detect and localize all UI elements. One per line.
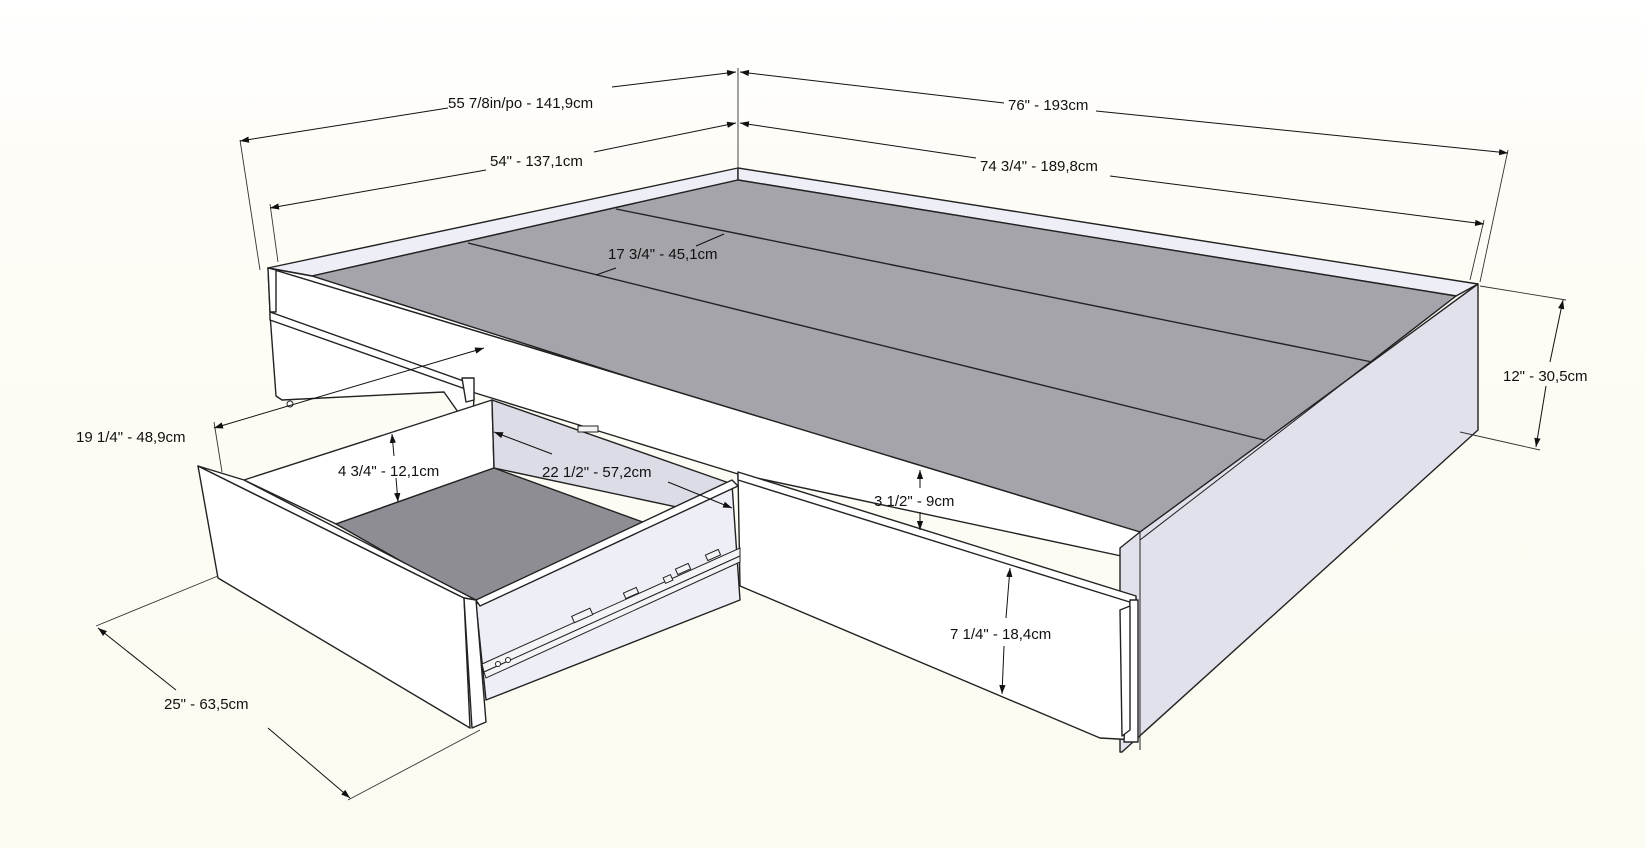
slat-seam-1 <box>467 242 1269 442</box>
slide-bracket-1 <box>570 607 594 624</box>
label-overall-width: 55 7/8in/po - 141,9cm <box>448 95 593 112</box>
slide-slot-2 <box>674 562 692 576</box>
slide-screw-2 <box>505 657 511 663</box>
slide-slot-4 <box>662 573 674 585</box>
dim-drawer-width-left <box>97 627 177 691</box>
dim-inner-width-left <box>269 169 487 210</box>
dimension-labels: 55 7/8in/po - 141,9cm 76" - 193cm 54" - … <box>76 95 1588 713</box>
ext-right-inner <box>1469 219 1485 281</box>
ext-height-bottom <box>1459 431 1541 451</box>
dim-drawer-height-top <box>389 433 396 457</box>
dim-drawer-depth-right <box>667 481 733 509</box>
ext-right-outer <box>1479 149 1509 283</box>
left-end-cap <box>267 267 277 313</box>
label-inner-width: 54" - 137,1cm <box>490 153 583 170</box>
right-panel-edge <box>1139 295 1457 541</box>
dim-inner-length-left <box>739 121 977 159</box>
closed-drawer <box>737 471 1139 743</box>
ext-drawer-width-right <box>347 729 481 801</box>
dim-inner-length-right <box>1109 175 1485 226</box>
slide-slot-1 <box>622 586 640 600</box>
label-drawer-inner-depth: 22 1/2" - 57,2cm <box>542 464 652 481</box>
slide-screw-1 <box>495 661 501 667</box>
dim-overall-length-left <box>739 69 1005 104</box>
dim-overall-length-right <box>1095 110 1509 156</box>
dim-overall-width-left <box>239 107 449 143</box>
rear-slide-bracket <box>577 425 599 433</box>
label-drawer-front-height: 7 1/4" - 18,4cm <box>950 626 1051 643</box>
dim-slat-leader-high <box>695 233 725 247</box>
label-drawer-width: 25" - 63,5cm <box>164 696 249 713</box>
right-side-panel <box>1119 283 1479 753</box>
label-overall-length: 76" - 193cm <box>1008 97 1088 114</box>
label-drawer-inner-height: 4 3/4" - 12,1cm <box>338 463 439 480</box>
open-drawer-front-side <box>463 597 487 729</box>
open-drawer <box>197 399 741 729</box>
dim-drawer-height-bottom <box>394 477 401 503</box>
ext-left-outer <box>239 139 261 271</box>
dim-inner-width-right <box>593 121 737 153</box>
dim-drawer-extension <box>213 347 485 429</box>
dim-slat-leader-low <box>595 267 617 276</box>
open-drawer-top-rim <box>475 479 739 607</box>
dim-drawer-depth-left <box>493 431 553 455</box>
ext-left-inner <box>269 203 279 263</box>
dim-drawer-width-right <box>267 727 351 799</box>
slat-seam-2 <box>615 208 1373 363</box>
dim-overall-width-right <box>611 69 737 88</box>
label-height: 12" - 30,5cm <box>1503 368 1588 385</box>
bed-frame <box>267 167 1479 753</box>
dim-height-bottom <box>1534 385 1547 448</box>
label-inner-length: 74 3/4" - 189,8cm <box>980 158 1098 175</box>
ext-drawer-width-left <box>95 575 219 627</box>
drawer-slide-rail-lower <box>483 555 741 679</box>
label-drawer-extension: 19 1/4" - 48,9cm <box>76 429 186 446</box>
label-slat-width: 17 3/4" - 45,1cm <box>608 246 718 263</box>
dim-height-top <box>1549 299 1565 363</box>
ext-drawer-left <box>213 421 223 473</box>
dimension-lines <box>95 68 1567 801</box>
ext-height-top <box>1479 285 1567 301</box>
dim-front-height-top <box>1005 567 1013 619</box>
slide-slot-3 <box>704 548 722 562</box>
drawer-handle-slot <box>1119 605 1131 737</box>
dim-front-height-bottom <box>999 645 1006 695</box>
label-clearance: 3 1/2" - 9cm <box>874 493 954 510</box>
